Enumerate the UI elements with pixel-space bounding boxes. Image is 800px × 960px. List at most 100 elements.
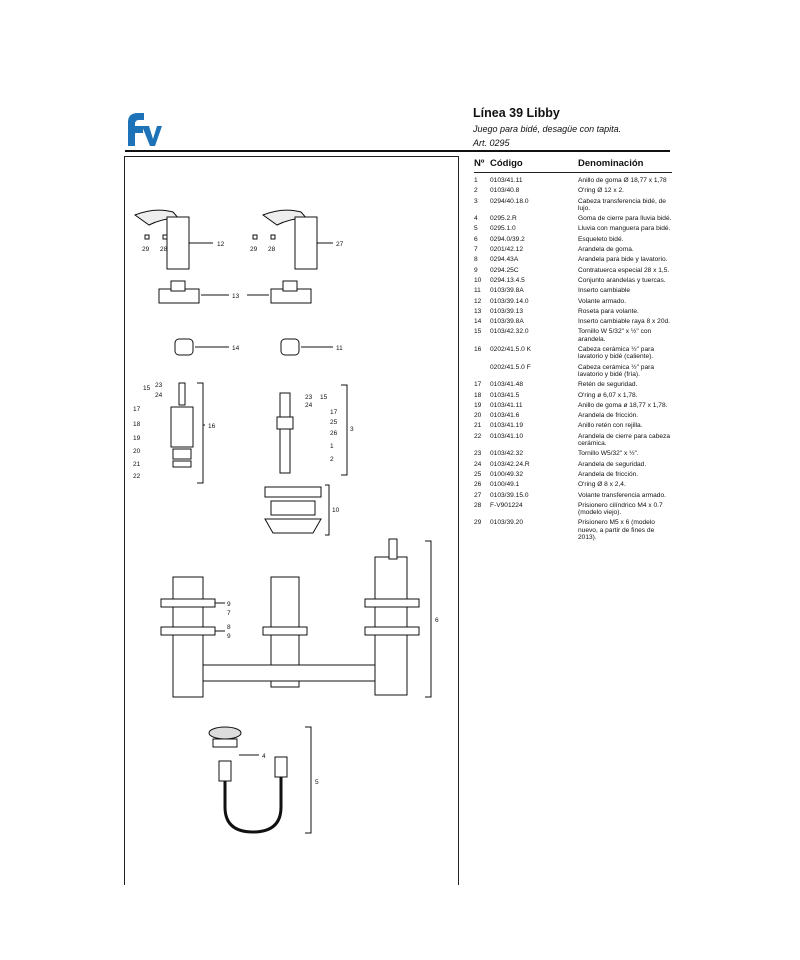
page-title: Línea 39 Libby <box>473 106 560 120</box>
exploded-diagram: 12 27 29 28 29 28 13 14 11 16 3 10 6 4 5… <box>124 156 459 885</box>
part-description: Tornillo W 5/32" x ½" con arandela. <box>578 328 652 343</box>
mid-stack-17: 17 <box>330 409 338 416</box>
part-number: 25 <box>474 470 482 478</box>
part-code: 0201/42.12 <box>490 246 524 254</box>
callout-4: 4 <box>262 753 266 760</box>
handle-12 <box>133 209 213 270</box>
callout-14: 14 <box>232 345 240 352</box>
part-code: 0103/42.32.0 <box>490 328 529 336</box>
part-code: 0295.1.0 <box>490 225 516 233</box>
header-rule <box>125 150 670 152</box>
part-number: 1 <box>474 177 478 184</box>
part-number: 20 <box>474 412 482 420</box>
part-code: 0103/41.19 <box>490 422 524 430</box>
part-number: 16 <box>474 346 482 354</box>
left-stack-22: 22 <box>133 473 141 480</box>
callout-12: 12 <box>217 241 225 248</box>
part-code: 0103/39.8A <box>490 318 524 326</box>
left-stack-20: 20 <box>133 448 141 455</box>
part-code: 0103/41.11 <box>490 177 523 184</box>
part-number: 6 <box>474 235 478 243</box>
part-code: 0103/40.8 <box>490 187 520 195</box>
parts-table-body: 1 0103/41.11 Anillo de goma Ø 18,77 x 1,78… <box>474 177 672 541</box>
part-description: Arandela de seguridad. <box>578 460 647 468</box>
mid-stack-25: 25 <box>330 419 338 426</box>
part-description: O'ring Ø 8 x 2,4. <box>578 481 626 489</box>
part-description: Arandela para bide y lavatorio. <box>578 256 668 264</box>
part-number: 28 <box>474 501 482 509</box>
part-description: Anillo retén con rejilla. <box>578 422 643 430</box>
part-code: 0103/39.8A <box>490 287 524 295</box>
part-description: Arandela de fricción. <box>578 470 639 478</box>
part-description: Inserto cambiable raya 8 x 20d. <box>578 318 670 326</box>
part-number: 8 <box>474 256 478 264</box>
part-number: 7 <box>474 246 478 254</box>
part-description: Volante armado. <box>578 297 627 305</box>
col-code: Código <box>490 158 523 169</box>
callout-5: 5 <box>315 779 319 786</box>
part-code: 0103/41.10 <box>490 432 524 440</box>
part-code: 0202/41.5.0 F <box>490 363 531 371</box>
table-row: 24 0103/42.24.R Arandela de seguridad. <box>474 461 672 468</box>
col-desc: Denominación <box>578 158 644 169</box>
callout-28b: 28 <box>268 246 276 253</box>
part-description: Cabeza cerámica ½" para lavatorio y bidé… <box>578 363 655 378</box>
part-number: 10 <box>474 276 482 284</box>
part-code: 0103/41.48 <box>490 381 524 389</box>
table-row: 0202/41.5.0 F Cabeza cerámica ½" para lav… <box>474 364 672 379</box>
part-code: 0103/41.11 <box>490 401 523 409</box>
table-row: 28 F-V901224 Prisionero cilíndrico M4 x 0.… <box>474 502 672 517</box>
part-code: 0103/41.6 <box>490 412 520 420</box>
part-description: Tornillo W5/32" x ½". <box>578 450 639 458</box>
part-code: 0294.43A <box>490 256 519 264</box>
part-code: 0103/39.20 <box>490 519 524 527</box>
mid-stack-24: 24 <box>305 402 313 409</box>
part-number: 29 <box>474 519 482 527</box>
part-description: Conjunto arandelas y tuercas. <box>578 276 666 284</box>
diagram-svg: 12 27 29 28 29 28 13 14 11 16 3 10 6 4 5… <box>133 209 439 834</box>
callout-11: 11 <box>336 345 343 352</box>
callout-13: 13 <box>232 293 240 300</box>
mid-stack-1: 1 <box>330 443 334 450</box>
part-description: Anillo de goma Ø 18,77 x 1,78 <box>578 177 667 184</box>
part-code: F-V901224 <box>490 501 523 509</box>
callout-16: 16 <box>208 423 216 430</box>
callout-29a: 29 <box>142 246 150 253</box>
part-description: Prisionero cilíndrico M4 x 0.7 (modelo v… <box>578 501 663 517</box>
part-description: Retén de seguridad. <box>578 381 638 389</box>
part-description: Cabeza transferencia bidé, de lujo. <box>578 197 666 212</box>
part-code: 0103/39.14.0 <box>490 297 529 305</box>
part-description: Esqueleto bidé. <box>578 235 624 243</box>
part-number: 5 <box>474 225 478 233</box>
part-number: 24 <box>474 460 482 468</box>
part-code: 0103/42.24.R <box>490 460 530 468</box>
body-mark-9b: 9 <box>227 633 231 640</box>
mid-stack-2: 2 <box>330 456 334 463</box>
callout-29b: 29 <box>250 246 258 253</box>
page-subtitle: Juego para bidé, desagüe con tapita. <box>473 124 622 134</box>
part-number: 14 <box>474 318 482 326</box>
body-mark-7: 7 <box>227 610 231 617</box>
col-num: Nº <box>474 158 485 169</box>
callout-27: 27 <box>336 241 344 248</box>
part-code: 0100/49.1 <box>490 481 520 489</box>
part-description: Inserto cambiable <box>578 287 631 295</box>
part-number: 22 <box>474 432 482 440</box>
handle-27 <box>261 209 333 270</box>
table-row: 8 0294.43A Arandela para bide y lavatorio. <box>474 256 672 263</box>
diagram-callouts: 12 27 29 28 29 28 13 14 11 16 3 10 6 4 5… <box>133 241 439 786</box>
part-code: 0103/39.15.0 <box>490 491 529 499</box>
part-description: Goma de cierre para lluvia bidé. <box>578 215 672 223</box>
